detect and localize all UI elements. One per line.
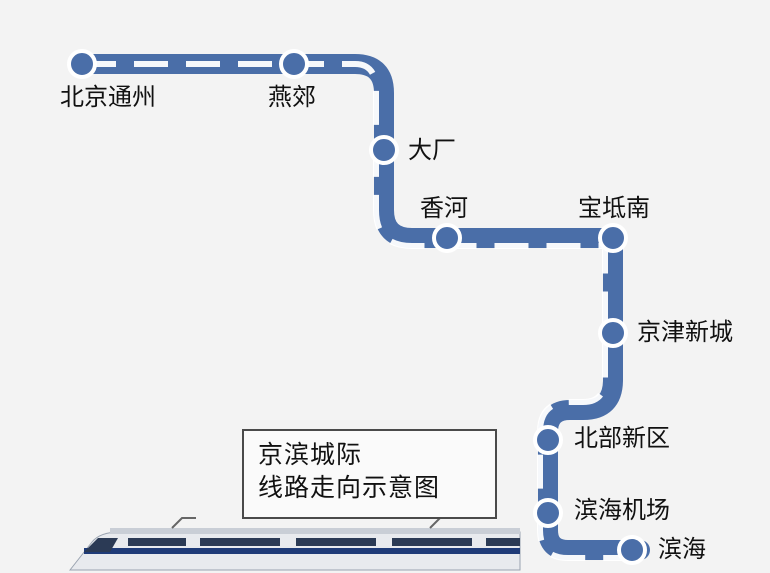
station-dot-dachang bbox=[369, 135, 399, 165]
station-dot-xianghe bbox=[432, 223, 462, 253]
station-label-dachang: 大厂 bbox=[408, 136, 456, 164]
stations bbox=[67, 49, 647, 565]
station-dot-beijing-tongzhou bbox=[67, 49, 97, 79]
train-illustration bbox=[68, 517, 521, 571]
train-pantographs bbox=[171, 517, 454, 529]
station-label-beijing-tongzhou: 北京通州 bbox=[60, 83, 156, 111]
station-dot-baodinan bbox=[598, 223, 628, 253]
train-roof bbox=[110, 528, 520, 534]
train-stripe bbox=[84, 548, 520, 554]
train-windows bbox=[128, 538, 520, 546]
route-inner-track bbox=[82, 61, 640, 561]
station-label-yanjiao: 燕郊 bbox=[268, 83, 316, 111]
station-dot-yanjiao bbox=[279, 49, 309, 79]
route-line bbox=[72, 54, 650, 560]
station-label-baodinan: 宝坻南 bbox=[578, 194, 650, 222]
map-title-line-2: 线路走向示意图 bbox=[258, 473, 441, 502]
station-dot-beibu-xinqu bbox=[533, 425, 563, 455]
station-dot-jingjin-xincheng bbox=[598, 318, 628, 348]
station-dot-binhai-airport bbox=[533, 498, 563, 528]
train-windshield bbox=[84, 538, 118, 552]
map-title-box: 京滨城际 线路走向示意图 bbox=[242, 429, 497, 519]
station-label-xianghe: 香河 bbox=[420, 194, 468, 222]
station-label-beibu-xinqu: 北部新区 bbox=[574, 424, 670, 452]
station-label-binhai: 滨海 bbox=[658, 535, 706, 563]
station-label-jingjin-xincheng: 京津新城 bbox=[637, 318, 733, 346]
station-label-binhai-airport: 滨海机场 bbox=[574, 496, 670, 524]
station-dot-binhai bbox=[617, 535, 647, 565]
map-title-line-1: 京滨城际 bbox=[258, 440, 363, 469]
